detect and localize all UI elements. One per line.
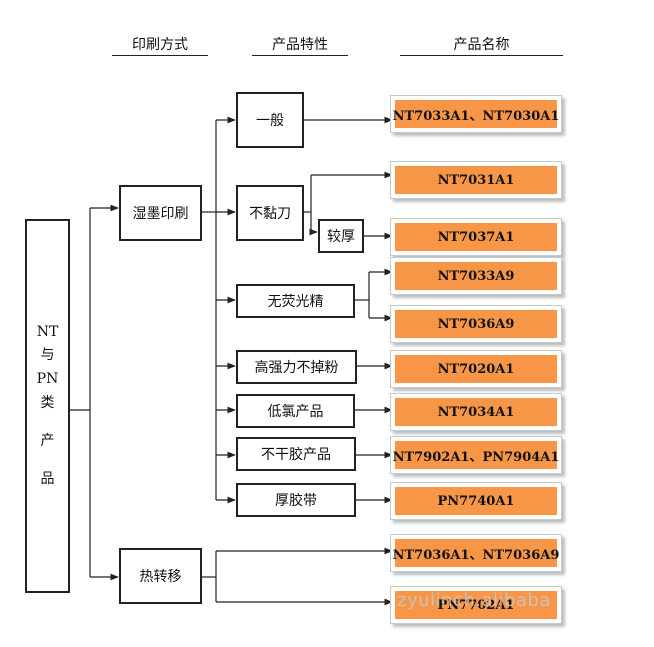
property-high-strength: 高强力不掉粉 bbox=[236, 350, 357, 384]
header-product-property: 产品特性 bbox=[252, 34, 348, 56]
root-label-line: 类 bbox=[40, 395, 55, 411]
product-label: NT7033A9 bbox=[395, 262, 557, 290]
product-box: NT7031A1 bbox=[390, 161, 562, 199]
product-label: NT7033A1、NT7030A1 bbox=[393, 100, 559, 128]
product-label: NT7902A1、PN7904A1 bbox=[393, 441, 559, 469]
header-print-method: 印刷方式 bbox=[112, 34, 208, 56]
product-box: NT7902A1、PN7904A1 bbox=[390, 436, 562, 474]
product-box: PN7740A1 bbox=[390, 482, 562, 520]
product-label: NT7036A9 bbox=[395, 310, 557, 338]
product-box: NT7020A1 bbox=[390, 350, 562, 388]
root-label-line: NT bbox=[36, 323, 59, 340]
property-non-dry-adhesive: 不干胶产品 bbox=[236, 437, 356, 471]
product-box: NT7036A9 bbox=[390, 305, 562, 343]
product-label: NT7037A1 bbox=[395, 223, 557, 251]
header-product-name: 产品名称 bbox=[400, 34, 563, 56]
product-box: NT7037A1 bbox=[390, 218, 562, 256]
product-label: NT7031A1 bbox=[395, 166, 557, 194]
product-label: NT7036A1、NT7036A9 bbox=[393, 539, 559, 567]
root-label-line: PN bbox=[36, 371, 59, 388]
property-non-stick: 不黏刀 bbox=[236, 185, 304, 241]
property-thicker: 较厚 bbox=[318, 219, 364, 253]
property-matte: 无荧光精 bbox=[236, 284, 355, 318]
product-box: PN7702A1 bbox=[390, 586, 562, 624]
root-label-line: 品 bbox=[40, 470, 55, 487]
property-thick-tape: 厚胶带 bbox=[236, 483, 356, 517]
method-heat-transfer: 热转移 bbox=[119, 548, 202, 604]
property-low-chlorine: 低氯产品 bbox=[236, 394, 355, 428]
root-category-box: NT 与 PN 类 产 品 bbox=[25, 219, 70, 593]
product-label: NT7034A1 bbox=[395, 398, 557, 426]
product-box: NT7034A1 bbox=[390, 393, 562, 431]
root-label-line: 与 bbox=[40, 347, 55, 364]
method-wet-ink: 湿墨印刷 bbox=[119, 185, 202, 241]
product-box: NT7036A1、NT7036A9 bbox=[390, 534, 562, 572]
root-label-line: 产 bbox=[40, 432, 55, 449]
product-box: NT7033A1、NT7030A1 bbox=[390, 95, 562, 133]
product-label: PN7702A1 bbox=[395, 591, 557, 619]
property-general: 一般 bbox=[236, 92, 304, 148]
watermark-text: zyulinch.alibaba bbox=[397, 590, 551, 611]
product-box: NT7033A9 bbox=[390, 257, 562, 295]
product-label: NT7020A1 bbox=[395, 355, 557, 383]
product-label: PN7740A1 bbox=[395, 487, 557, 515]
